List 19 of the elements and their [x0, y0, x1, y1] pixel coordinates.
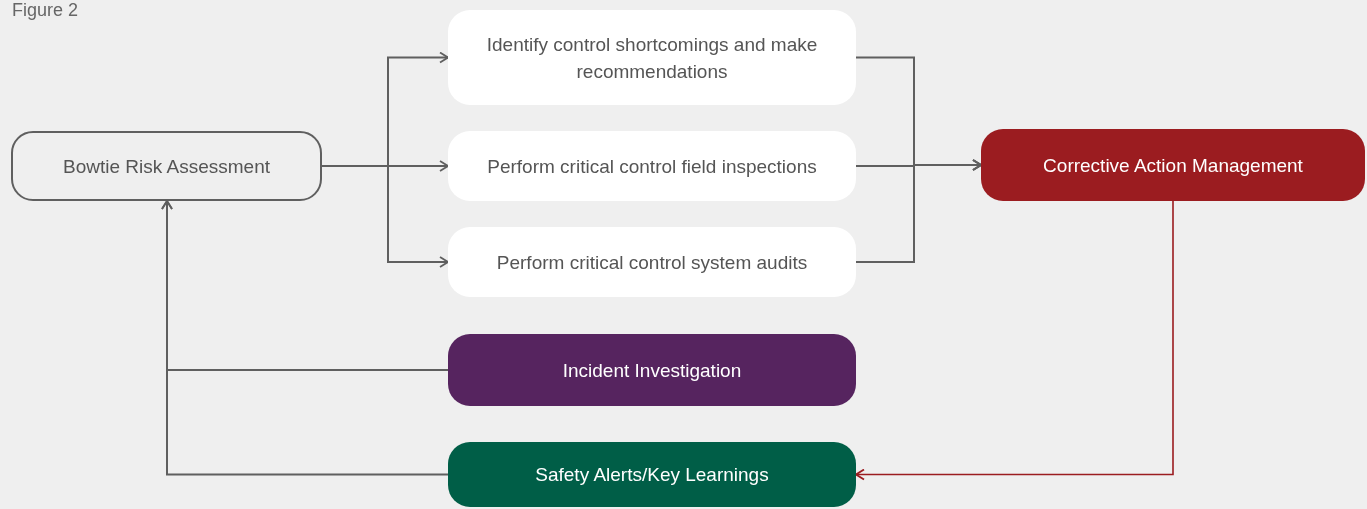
process-box	[448, 131, 856, 201]
node-label: Identify control shortcomings and make recommendations	[485, 32, 819, 84]
node-label: Safety Alerts/Key Learnings	[535, 463, 769, 487]
arrow	[161, 200, 449, 476]
figure-label: Figure 2	[12, 0, 79, 21]
process-box	[448, 442, 856, 507]
node-label: Bowtie Risk Assessment	[63, 154, 270, 179]
process-box	[448, 227, 856, 297]
arrow	[855, 200, 1174, 481]
node-label: Corrective Action Management	[1043, 153, 1303, 178]
process-box	[448, 10, 856, 105]
node-label: Incident Investigation	[562, 358, 742, 383]
process-box	[11, 131, 322, 201]
node-label: Perform critical control system audits	[496, 250, 808, 275]
arrow	[855, 159, 982, 263]
process-box	[981, 129, 1365, 201]
arrow	[321, 165, 449, 268]
node-label: Perform critical control field inspections	[487, 154, 817, 179]
process-box	[448, 334, 856, 406]
